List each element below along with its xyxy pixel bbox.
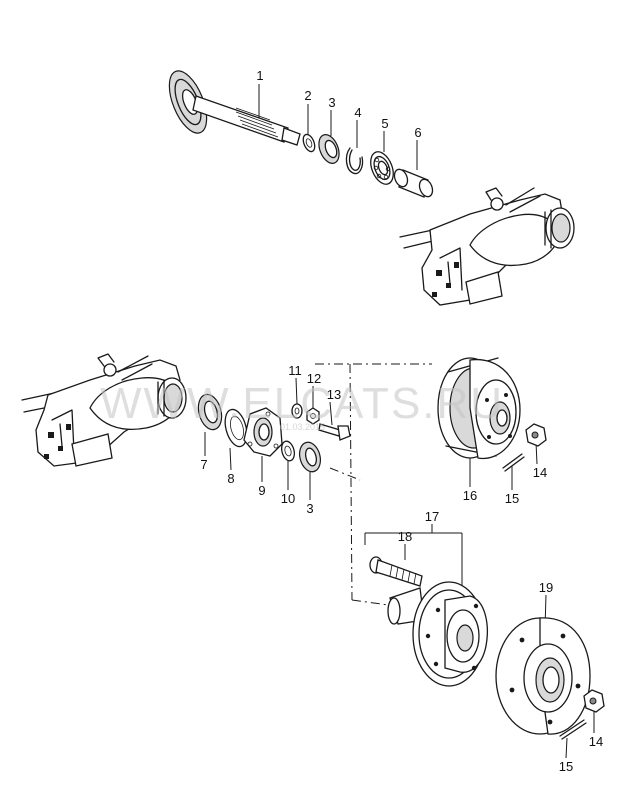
watermark-text: WWW.ELCATS.RU: [100, 379, 504, 428]
callout-8: 8: [227, 471, 234, 486]
bracket-17: [364, 524, 463, 585]
callout-15-upper: 15: [505, 491, 519, 506]
leader-lines-top: [258, 84, 418, 170]
part-4-circlip[interactable]: [345, 147, 364, 175]
part-3-seal-ring-lower[interactable]: [296, 440, 323, 474]
callout-18: 18: [398, 529, 412, 544]
callout-4: 4: [354, 105, 361, 120]
part-7-bearing[interactable]: [195, 392, 226, 432]
callout-14-lower: 14: [589, 734, 603, 749]
part-6-sleeve[interactable]: [392, 167, 435, 198]
callout-3-top: 3: [328, 95, 335, 110]
callout-15-lower: 15: [559, 759, 573, 774]
part-15-cotter-pin-lower[interactable]: [559, 719, 587, 740]
leader-lines-bottom: [204, 377, 595, 759]
callout-14-upper: 14: [533, 465, 547, 480]
callout-3-bottom: 3: [306, 501, 313, 516]
part-11-lock-washer[interactable]: [291, 403, 303, 419]
part-5-ball-bearing[interactable]: [366, 148, 397, 187]
callout-17: 17: [425, 509, 439, 524]
part-1-drive-shaft[interactable]: [162, 66, 301, 146]
rear-axle-housing-top: [399, 187, 575, 306]
part-10-spacer[interactable]: [280, 440, 297, 462]
callout-13: 13: [327, 387, 341, 402]
part-9-bearing-cover[interactable]: [243, 407, 283, 457]
part-18-wheel-bolt[interactable]: [369, 556, 423, 587]
rear-axle-housing-bottom: [21, 353, 187, 467]
part-15-cotter-pin-upper[interactable]: [502, 453, 525, 472]
part-16-brake-drum[interactable]: [437, 357, 521, 460]
callout-6: 6: [414, 125, 421, 140]
callout-1: 1: [256, 68, 263, 83]
part-14-castle-nut-lower[interactable]: [583, 689, 605, 713]
part-14-castle-nut-upper[interactable]: [525, 423, 547, 447]
part-19-brake-disc[interactable]: [495, 617, 591, 735]
callout-10: 10: [281, 491, 295, 506]
callout-7: 7: [200, 457, 207, 472]
callout-5: 5: [381, 116, 388, 131]
part-13-bolt[interactable]: [318, 423, 351, 441]
callout-12: 12: [307, 371, 321, 386]
callout-19: 19: [539, 580, 553, 595]
part-17-wheel-hub[interactable]: [387, 581, 488, 687]
part-8-gasket[interactable]: [221, 407, 250, 449]
callout-16: 16: [463, 488, 477, 503]
callout-9: 9: [258, 483, 265, 498]
part-2-washer[interactable]: [301, 133, 317, 153]
part-3-seal-ring[interactable]: [315, 132, 343, 167]
watermark-subtext: 01.03.2015: [280, 422, 325, 432]
callout-2: 2: [304, 88, 311, 103]
callout-11: 11: [288, 363, 302, 378]
dash-center-lines: [315, 363, 432, 607]
